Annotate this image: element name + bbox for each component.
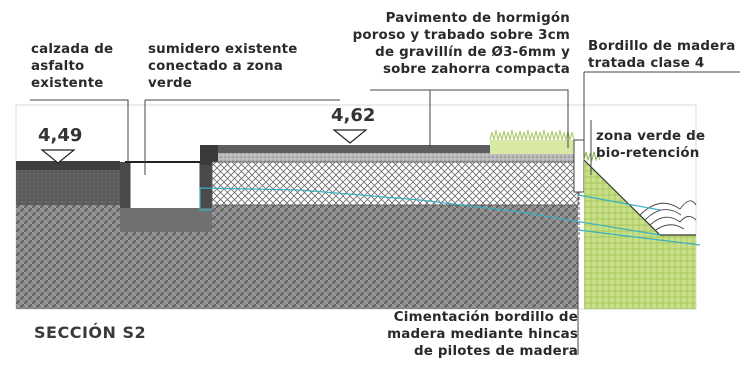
elevation-marker-left — [40, 149, 76, 164]
label-zona-verde: zona verde de bio-retención — [596, 129, 706, 161]
water-flow-line-upper — [199, 187, 661, 236]
gravel-layer — [218, 153, 578, 162]
water-flow-line-mid — [577, 194, 661, 211]
grass-top — [490, 140, 578, 154]
water-inlet — [199, 188, 212, 211]
slope-grass — [583, 151, 601, 162]
label-cimentacion: Cimentación bordillo de madera mediante … — [387, 310, 578, 359]
elevation-mid: 4,62 — [331, 105, 376, 126]
timber-curb — [573, 139, 585, 193]
label-bordillo: Bordillo de madera tratada clase 4 — [588, 39, 736, 71]
bio-retention-area — [584, 160, 696, 309]
leader-lines — [30, 71, 740, 355]
asphalt-surface — [16, 161, 120, 170]
label-sumidero: sumidero existente conectado a zona verd… — [148, 42, 298, 91]
label-calzada: calzada de asfalto existente — [31, 42, 114, 91]
section-title: SECCIÓN S2 — [34, 323, 147, 342]
plant-sketch — [639, 200, 697, 231]
pavement-concrete — [218, 145, 578, 153]
sumidero-chamber — [129, 161, 201, 211]
elevation-left: 4,49 — [38, 125, 83, 146]
asphalt-base — [16, 170, 120, 205]
sumidero-base — [120, 208, 212, 232]
curb-block — [200, 145, 218, 165]
water-flow-line-lower — [577, 229, 701, 246]
label-pavimento: Pavimento de hormigón poroso y trabado s… — [352, 11, 570, 77]
grass-blades — [489, 129, 575, 141]
elevation-marker-mid — [332, 129, 368, 144]
sumidero-wall-left — [120, 162, 130, 232]
ground-layer — [16, 205, 578, 309]
subbase-layer — [211, 161, 579, 206]
